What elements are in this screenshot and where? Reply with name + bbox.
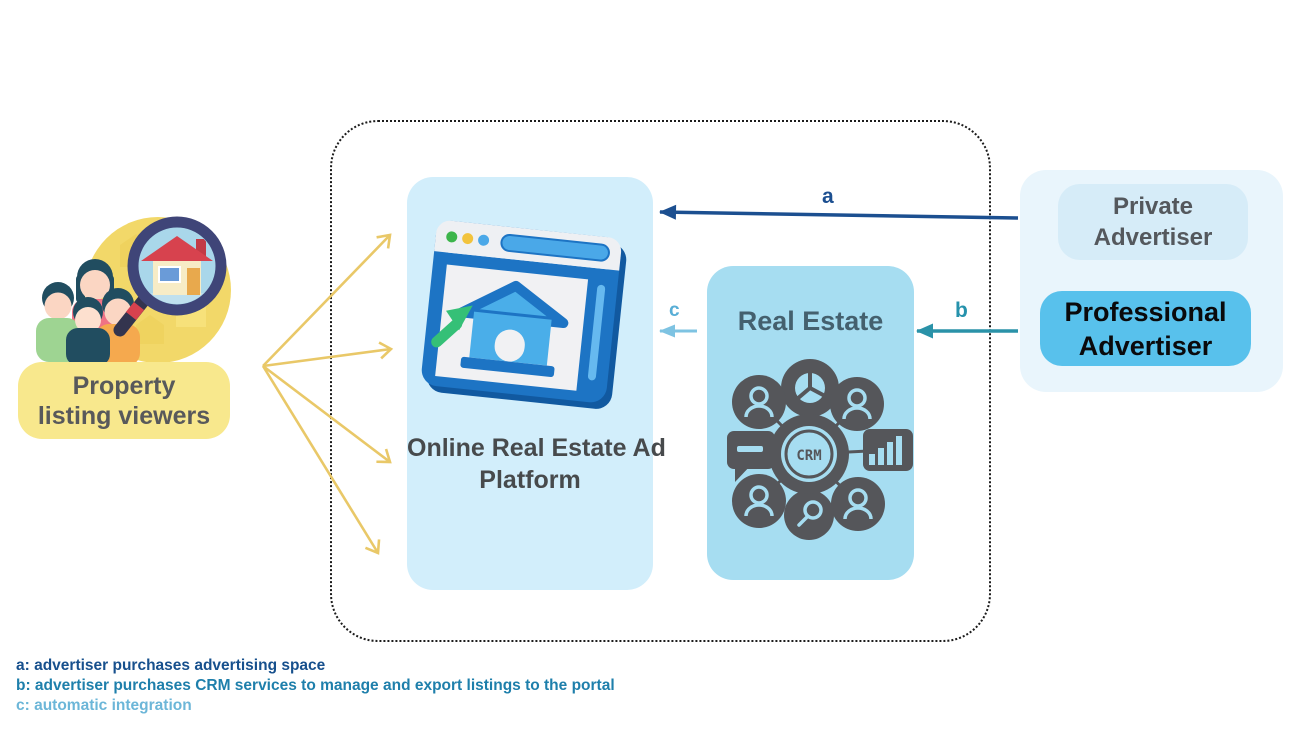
browser-dot-green <box>446 231 458 243</box>
browser-dot-yellow <box>462 233 474 245</box>
person-icon <box>732 375 786 429</box>
real-estate-title: Real Estate <box>737 306 884 336</box>
arrow-a-label: a <box>822 185 834 208</box>
crm-core-label: CRM <box>796 448 821 464</box>
search-icon <box>784 490 834 540</box>
magnifier-house-icon <box>113 216 227 337</box>
private-advertiser-line2: Advertiser <box>1093 224 1213 251</box>
person-icon <box>830 377 884 431</box>
pie-chart-icon <box>781 359 839 417</box>
person-icon <box>732 474 786 528</box>
arrow-c-label: c <box>669 300 680 321</box>
platform-label: Online Real Estate Ad Platform <box>407 432 666 496</box>
real-estate-crm-box: Real Estate <box>707 266 914 580</box>
professional-advertiser-line2: Advertiser <box>1078 330 1213 361</box>
browser-dot-blue <box>478 234 490 246</box>
professional-advertiser-line1: Professional <box>1064 296 1227 327</box>
house-glyph <box>456 280 569 378</box>
person-icon <box>831 477 885 531</box>
browser-scrollbar <box>587 284 606 381</box>
legend-item-a: a: advertiser purchases advertising spac… <box>16 657 326 674</box>
advertisers-panel: Private Advertiser Professional Advertis… <box>1020 170 1283 392</box>
viewers-badge-line1: Property <box>72 371 176 400</box>
legend-item-b: b: advertiser purchases CRM services to … <box>16 677 615 694</box>
legend-item-c: c: automatic integration <box>16 697 192 714</box>
crm-icon: CRM <box>727 359 913 540</box>
private-advertiser-box: Private Advertiser <box>1058 184 1248 260</box>
professional-advertiser-box: Professional Advertiser <box>1040 291 1251 366</box>
online-platform-box: Online Real Estate Ad Platform <box>407 177 666 590</box>
speech-bubble-icon <box>727 431 775 482</box>
platform-label-line1: Online Real Estate Ad <box>407 434 666 462</box>
browser-window-icon <box>421 220 627 409</box>
platform-label-line2: Platform <box>479 466 581 494</box>
house-icon <box>139 236 215 304</box>
browser-searchbar <box>500 233 610 262</box>
bar-chart-icon <box>863 429 913 471</box>
cursor-icon <box>431 305 473 348</box>
viewers-badge-line2: listing viewers <box>37 401 211 430</box>
crm-core: CRM <box>769 414 849 494</box>
arrow-b-label: b <box>955 299 968 322</box>
legend: a: advertiser purchases advertising spac… <box>16 656 615 716</box>
private-advertiser-line1: Private <box>1112 193 1194 220</box>
property-viewers-illustration <box>36 216 231 366</box>
property-listing-viewers-badge: Property listing viewers <box>18 362 230 439</box>
